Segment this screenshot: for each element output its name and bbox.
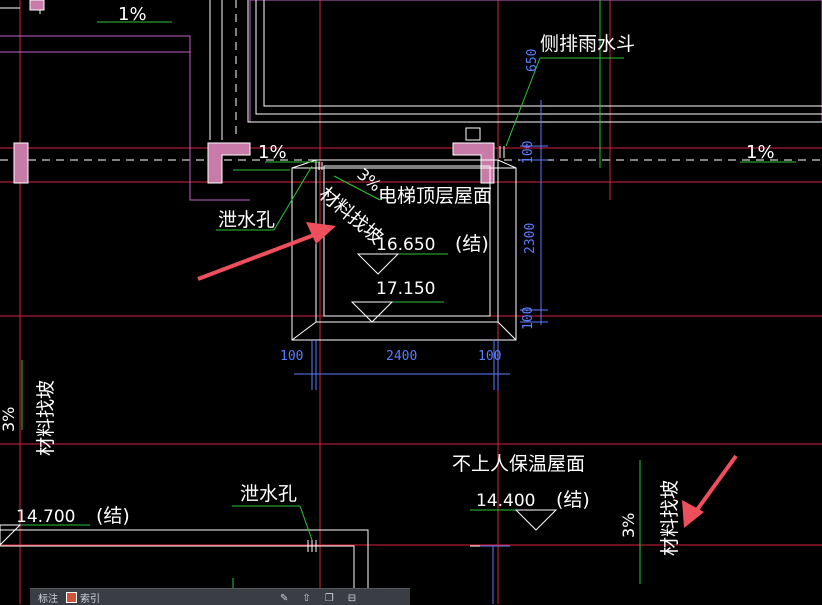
dim-100-bottom: 100 [521, 307, 536, 330]
dimension-lines [294, 100, 548, 604]
slope-label-right-vertical: 3% [619, 513, 638, 538]
slab-outlines [0, 0, 822, 201]
copy-icon[interactable]: ❐ [324, 592, 334, 604]
dim-650: 650 [525, 49, 540, 72]
toolbar-icons: ✎ ⇧ ❐ ⊟ [280, 592, 410, 604]
slope-label-top: 1% [118, 4, 147, 25]
elevation-14700-note: (结) [96, 505, 130, 527]
elevation-14400: 14.400 [476, 491, 535, 511]
upper-walls [0, 0, 822, 140]
dim-100-right: 100 [478, 349, 501, 364]
upload-icon[interactable]: ⇧ [302, 592, 311, 604]
toolbar-item-1[interactable]: 标注 [38, 590, 58, 605]
elevation-16650: 16.650 [376, 235, 435, 255]
dim-2300: 2300 [523, 223, 538, 254]
lock-icon[interactable]: ⊟ [347, 592, 357, 604]
toolbar-item-1-label: 标注 [38, 593, 58, 605]
elevation-14700: 14.700 [16, 507, 75, 527]
drain-hole-label-2: 泄水孔 [240, 483, 297, 505]
bottom-toolbar[interactable]: 标注 索引 [30, 588, 410, 605]
columns [13, 0, 495, 184]
elevation-14400-note: (结) [556, 489, 590, 511]
elevation-symbols [0, 253, 558, 546]
leaders [0, 0, 796, 604]
slope-label-left: 1% [258, 142, 287, 163]
dim-100-left: 100 [280, 349, 303, 364]
elevation-17150: 17.150 [376, 279, 435, 299]
material-slope-label-right: 材料找坡 [659, 480, 681, 556]
toolbar-item-2[interactable]: 索引 [66, 590, 100, 605]
dim-100-top: 100 [521, 141, 536, 164]
slope-label-right: 1% [746, 142, 775, 163]
side-rain-hopper-label: 侧排雨水斗 [540, 33, 635, 55]
elevator-roof-label: 电梯顶层屋面 [378, 185, 492, 207]
elevation-16650-note: (结) [455, 233, 489, 255]
toolbar-item-2-label: 索引 [80, 593, 100, 605]
drain-hole-label-1: 泄水孔 [218, 209, 275, 231]
slope-label-left-vertical: 3% [0, 407, 18, 432]
material-slope-label-left: 材料找坡 [35, 380, 57, 456]
dim-2400: 2400 [386, 349, 417, 364]
non-access-roof-label: 不上人保温屋面 [452, 453, 585, 475]
pencil-icon[interactable]: ✎ [280, 592, 289, 604]
annotation-arrows [197, 222, 738, 528]
drain-hatches [307, 127, 505, 552]
color-swatch-icon [66, 591, 77, 603]
